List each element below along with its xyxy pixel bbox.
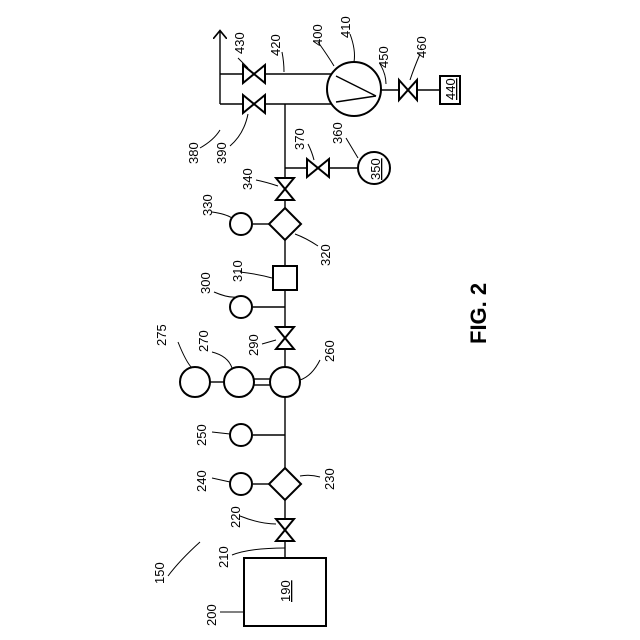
- leader-300: [214, 292, 236, 297]
- leader-370: [308, 144, 314, 160]
- label-270: 270: [196, 330, 211, 352]
- label-290: 290: [246, 334, 261, 356]
- label-330: 330: [200, 194, 215, 216]
- label-250: 250: [194, 424, 209, 446]
- label-320: 320: [318, 244, 333, 266]
- label-240: 240: [194, 470, 209, 492]
- leader-240: [212, 478, 230, 482]
- label-200: 200: [204, 604, 219, 626]
- leader-290: [262, 340, 276, 344]
- valve-220: [276, 519, 294, 541]
- component-275: [180, 367, 210, 397]
- leader-340: [256, 180, 278, 186]
- label-430: 430: [232, 32, 247, 54]
- leader-360: [346, 138, 358, 158]
- leader-275: [178, 342, 192, 368]
- valve-290: [276, 327, 294, 349]
- valve-390: [243, 95, 265, 113]
- label-230: 230: [322, 468, 337, 490]
- leader-320: [295, 234, 318, 246]
- leader-270: [212, 352, 232, 368]
- leader-220: [240, 516, 276, 524]
- valve-340: [276, 178, 294, 200]
- label-220: 220: [228, 506, 243, 528]
- label-150: 150: [152, 562, 167, 584]
- label-400: 400: [310, 24, 325, 46]
- label-190: 190: [278, 580, 293, 602]
- component-270: [224, 367, 254, 397]
- leader-150: [168, 542, 200, 576]
- label-350: 350: [368, 158, 383, 180]
- valve-430: [243, 65, 265, 83]
- label-210: 210: [216, 546, 231, 568]
- label-275: 275: [154, 324, 169, 346]
- component-260: [270, 367, 300, 397]
- leader-230: [300, 475, 320, 477]
- label-450: 450: [376, 46, 391, 68]
- label-420: 420: [268, 34, 283, 56]
- filter-230: [269, 468, 301, 500]
- label-440: 440: [443, 78, 458, 100]
- gauge-240: [230, 473, 252, 495]
- valve-460: [399, 80, 417, 100]
- leader-210: [232, 548, 285, 555]
- gauge-300: [230, 296, 252, 318]
- label-360: 360: [330, 122, 345, 144]
- label-390: 390: [214, 142, 229, 164]
- label-260: 260: [322, 340, 337, 362]
- tank-400: [327, 62, 381, 116]
- leader-250: [212, 432, 230, 434]
- filter-320: [269, 208, 301, 240]
- leader-330: [212, 212, 232, 218]
- label-460: 460: [414, 36, 429, 58]
- component-310: [273, 266, 297, 290]
- label-370: 370: [292, 128, 307, 150]
- leader-390: [230, 114, 248, 146]
- label-410: 410: [338, 16, 353, 38]
- label-300: 300: [198, 272, 213, 294]
- label-340: 340: [240, 168, 255, 190]
- gauge-330: [230, 213, 252, 235]
- label-310: 310: [230, 260, 245, 282]
- figure-caption: FIG. 2: [466, 283, 491, 344]
- gauge-250: [230, 424, 252, 446]
- label-380: 380: [186, 142, 201, 164]
- valve-370: [307, 159, 329, 177]
- leader-260: [300, 360, 320, 380]
